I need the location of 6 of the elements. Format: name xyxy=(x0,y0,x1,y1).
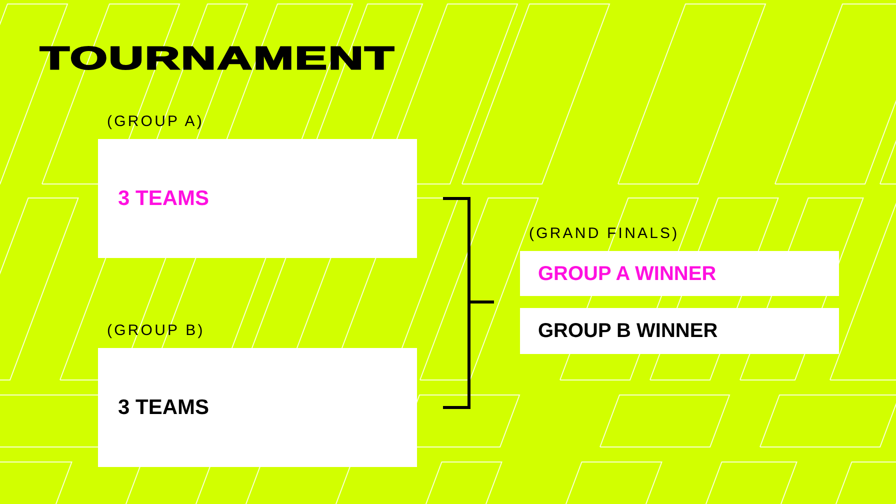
team-label: GROUP A WINNER xyxy=(538,262,716,286)
bracket-line xyxy=(443,300,494,409)
team-label: 3 TEAMS xyxy=(118,396,210,420)
team-label: GROUP B WINNER xyxy=(538,319,718,343)
team-label: 3 TEAMS xyxy=(118,186,210,210)
finalist-card xyxy=(520,308,839,354)
